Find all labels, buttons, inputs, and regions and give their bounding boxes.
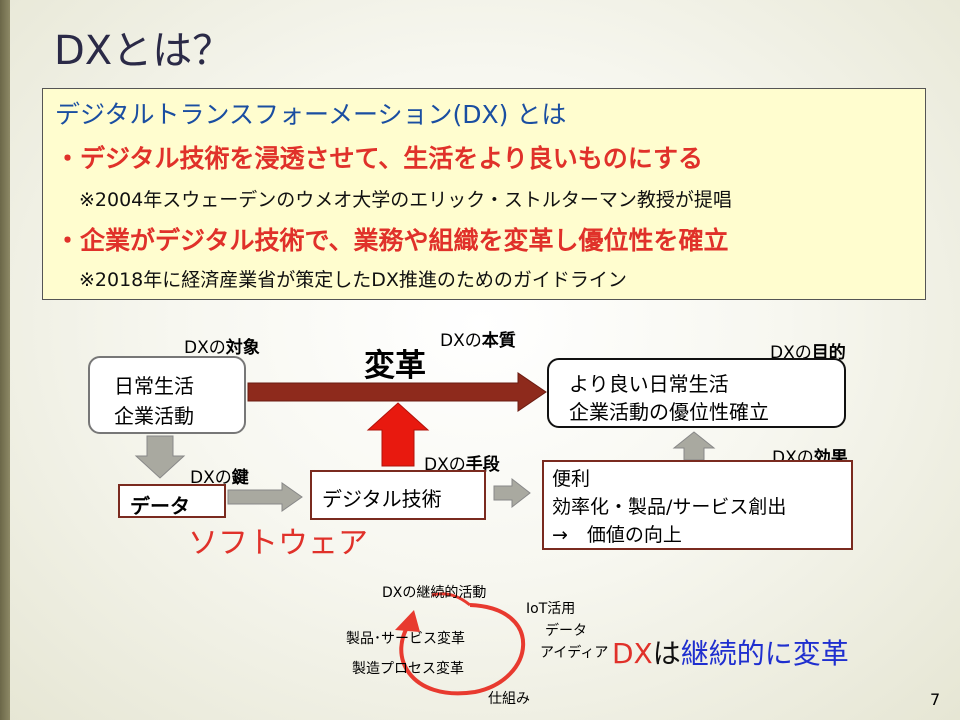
definition-point-2: ・企業がデジタル技術で、業務や組織を変革し優位性を確立 xyxy=(55,226,729,255)
transform-arrow xyxy=(247,372,547,412)
software-label: ソフトウェア xyxy=(188,526,368,561)
henkaku-label: 変革 xyxy=(364,348,426,384)
daily-life-box: 日常生活 企業活動 xyxy=(88,356,246,434)
cycle-right-label-2: データ xyxy=(545,623,587,639)
key-label: DXの鍵 xyxy=(190,468,249,488)
better-line-2: 企業活動の優位性確立 xyxy=(569,400,769,424)
definition-box: デジタルトランスフォーメーション(DX) とは ・デジタル技術を浸透させて、生活… xyxy=(42,88,926,300)
cycle-left-label-2: 製造プロセス変革 xyxy=(352,661,464,677)
tech-to-effect-arrow xyxy=(493,477,531,509)
page-number: 7 xyxy=(930,690,941,709)
data-to-tech-arrow xyxy=(227,482,303,512)
conclusion-rest: 継続的に変革 xyxy=(680,637,849,670)
continuous-cycle xyxy=(399,592,526,696)
effect-line-2: 効率化・製品/サービス創出 xyxy=(552,496,787,518)
digital-tech-box: デジタル技術 xyxy=(310,470,486,520)
effect-box: 便利 効率化・製品/サービス創出 → 価値の向上 xyxy=(542,460,853,550)
target-label: DXの対象 xyxy=(184,338,260,358)
essence-up-arrow xyxy=(366,402,430,467)
data-box-text: データ xyxy=(130,494,190,518)
data-box: データ xyxy=(118,484,226,518)
daily-line-2: 企業活動 xyxy=(114,404,194,428)
better-line-1: より良い日常生活 xyxy=(569,372,729,396)
conclusion-ha: は xyxy=(652,637,681,670)
slide-title: DXとは？ xyxy=(54,28,233,74)
cycle-bottom-label: 仕組み xyxy=(488,691,530,707)
effect-line-3: → 価値の向上 xyxy=(552,524,682,546)
definition-note-2: ※2018年に経済産業省が策定したDX推進のためのガイドライン xyxy=(79,269,627,291)
effect-line-1: 便利 xyxy=(552,468,591,490)
cycle-left-label-1: 製品･サービス変革 xyxy=(346,631,465,647)
cycle-right-label-1: IoT活用 xyxy=(526,601,576,617)
better-life-box: より良い日常生活 企業活動の優位性確立 xyxy=(547,358,846,428)
definition-heading: デジタルトランスフォーメーション(DX) とは xyxy=(55,100,567,129)
effect-up-arrow xyxy=(672,431,716,461)
digital-tech-text: デジタル技術 xyxy=(322,487,442,511)
cycle-top-label: DXの継続的活動 xyxy=(382,585,487,601)
cycle-right-label-3: アイディア xyxy=(540,645,609,661)
conclusion-dx: DX xyxy=(612,637,653,670)
essence-label: DXの本質 xyxy=(440,331,516,351)
key-down-arrow xyxy=(134,435,186,479)
cycle-arrowhead xyxy=(395,610,420,632)
daily-line-1: 日常生活 xyxy=(114,374,194,398)
definition-point-1: ・デジタル技術を浸透させて、生活をより良いものにする xyxy=(55,144,704,173)
left-accent-bar xyxy=(0,0,10,720)
definition-note-1: ※2004年スウェーデンのウメオ大学のエリック・ストルターマン教授が提唱 xyxy=(79,189,732,211)
conclusion-text: DXは継続的に変革 xyxy=(612,632,849,672)
